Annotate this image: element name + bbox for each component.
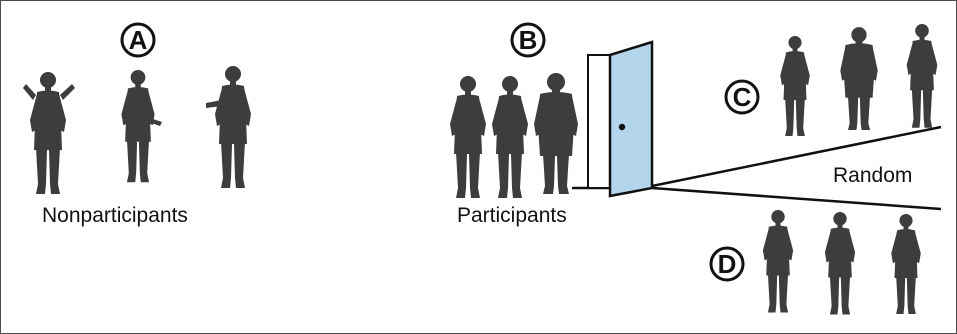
badge-b-letter: B <box>519 25 538 55</box>
door <box>608 40 654 198</box>
badge-d: D <box>709 246 745 282</box>
nonparticipant-figure-2 <box>121 70 162 183</box>
participant-figure-3 <box>534 73 578 194</box>
badge-c-letter: C <box>733 82 752 112</box>
label-participants: Participants <box>457 204 567 227</box>
door-frame <box>587 54 611 189</box>
badge-c-circle <box>724 79 760 115</box>
badge-b: B <box>510 22 546 58</box>
badge-b-circle <box>510 22 546 58</box>
assignment-line-upper <box>651 125 942 188</box>
group-c-figure-3 <box>906 24 938 128</box>
group-c-figure-2 <box>840 27 878 130</box>
participant-figure-1 <box>450 76 486 198</box>
door-knob <box>618 123 626 131</box>
badge-d-circle <box>709 246 745 282</box>
label-nonparticipants: Nonparticipants <box>42 204 188 227</box>
nonparticipant-figure-3 <box>206 66 251 188</box>
group-d-figure-1 <box>762 210 794 313</box>
participant-figure-2 <box>492 76 528 198</box>
group-d-figure-2 <box>824 212 856 315</box>
assignment-line-lower <box>651 186 942 211</box>
badge-a: A <box>120 22 156 58</box>
nonparticipant-figure-1 <box>23 72 75 194</box>
badge-a-circle <box>120 22 156 58</box>
label-random: Random <box>833 164 912 187</box>
badge-c: C <box>724 79 760 115</box>
group-c-figure-1 <box>780 36 810 137</box>
badge-d-letter: D <box>718 249 737 279</box>
badge-a-letter: A <box>129 25 148 55</box>
group-d-figure-3 <box>891 214 921 315</box>
